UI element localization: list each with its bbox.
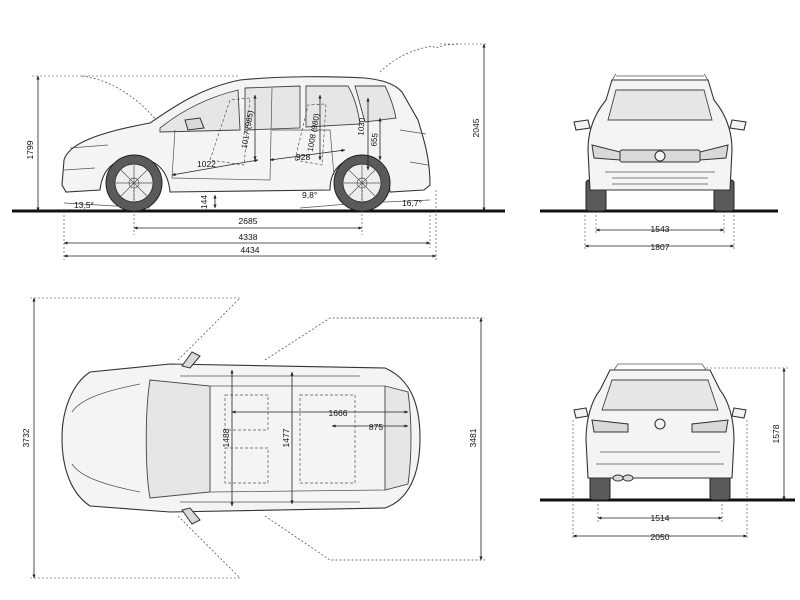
label-wheelbase: 2685 — [239, 216, 258, 226]
label-front-shoulder: 1488 — [221, 428, 231, 447]
rear-window — [601, 379, 719, 411]
label-rear-height: 1578 — [771, 424, 781, 443]
mirror-top-right — [181, 507, 201, 525]
label-width-mirrors: 2050 — [651, 532, 670, 542]
front-legroom-arrow — [171, 159, 259, 176]
side-window-front — [159, 89, 241, 133]
rear-view: 1578 1514 2050 — [540, 363, 795, 542]
rear-bench-top — [299, 394, 356, 484]
front-door-swing — [177, 297, 241, 579]
bonnet-lines — [71, 383, 141, 493]
top-rear-window — [384, 385, 412, 491]
label-boot-height: 1030 — [356, 117, 367, 136]
label-rear-shoulder: 1477 — [281, 428, 291, 447]
label-boot-length: 875 — [369, 422, 383, 432]
body-detail-lines — [63, 129, 429, 171]
rear-wheel — [333, 154, 391, 212]
label-length: 4338 — [239, 232, 258, 242]
side-view: 1799 2045 13,5° 16,7° 9,8° 144 2685 4338… — [12, 43, 505, 260]
taillight-left — [591, 419, 629, 433]
front-wheel — [105, 154, 163, 212]
open-tailgate-outline — [379, 43, 459, 73]
mirror-top-left — [181, 351, 201, 369]
label-open-tailgate-width: 3481 — [468, 428, 478, 447]
label-front-track: 1543 — [651, 224, 670, 234]
mirror-left-rear — [573, 407, 589, 419]
top-view: 3732 3481 1666 875 1488 1477 — [21, 297, 485, 579]
exhaust-left — [612, 474, 624, 482]
front-door-outline — [171, 87, 273, 181]
label-width: 1807 — [651, 242, 670, 252]
mirror-left-front — [573, 119, 591, 131]
label-tailgate-height: 2045 — [471, 118, 481, 137]
label-ground-clearance: 144 — [199, 195, 209, 209]
roof-rails-top — [180, 375, 360, 503]
label-height: 1799 — [25, 140, 35, 159]
roof-outline — [209, 385, 386, 493]
label-boot-opening: 655 — [369, 132, 379, 147]
label-open-doors: 3732 — [21, 428, 31, 447]
front-seats-top — [224, 394, 269, 484]
rear-door-swing — [264, 317, 485, 561]
mirror-right-rear — [731, 407, 747, 419]
exhaust-right — [622, 474, 634, 482]
front-view: 1543 1807 — [540, 73, 778, 252]
rear-legroom-arrow — [269, 148, 346, 162]
front-bumper-lines — [605, 171, 715, 185]
label-total-length: 4434 — [241, 245, 260, 255]
roof-rails-rear — [613, 363, 707, 371]
vw-logo-front — [654, 150, 666, 162]
top-windscreen — [145, 379, 211, 499]
taillight-right — [691, 419, 729, 433]
roof-rails-front — [611, 73, 709, 81]
label-rear-track: 1514 — [651, 513, 670, 523]
label-interior-length: 1666 — [329, 408, 348, 418]
label-departure-angle: 16,7° — [402, 198, 422, 208]
side-window-middle — [244, 85, 301, 131]
label-front-legroom: 1022 — [197, 159, 216, 169]
front-windscreen — [607, 89, 713, 121]
side-window-quarter — [354, 85, 397, 123]
angle-lines — [63, 199, 431, 209]
label-rear-legroom: 928 — [296, 152, 310, 162]
label-ramp-angle: 9,8° — [302, 190, 317, 200]
vw-logo-rear — [654, 418, 666, 430]
rear-seat-outline — [294, 103, 327, 166]
label-approach-angle: 13,5° — [74, 200, 94, 210]
mirror-right-front — [729, 119, 747, 131]
side-mirror — [184, 117, 205, 131]
open-bonnet-outline — [81, 75, 159, 123]
rear-bumper-lines — [596, 451, 724, 465]
